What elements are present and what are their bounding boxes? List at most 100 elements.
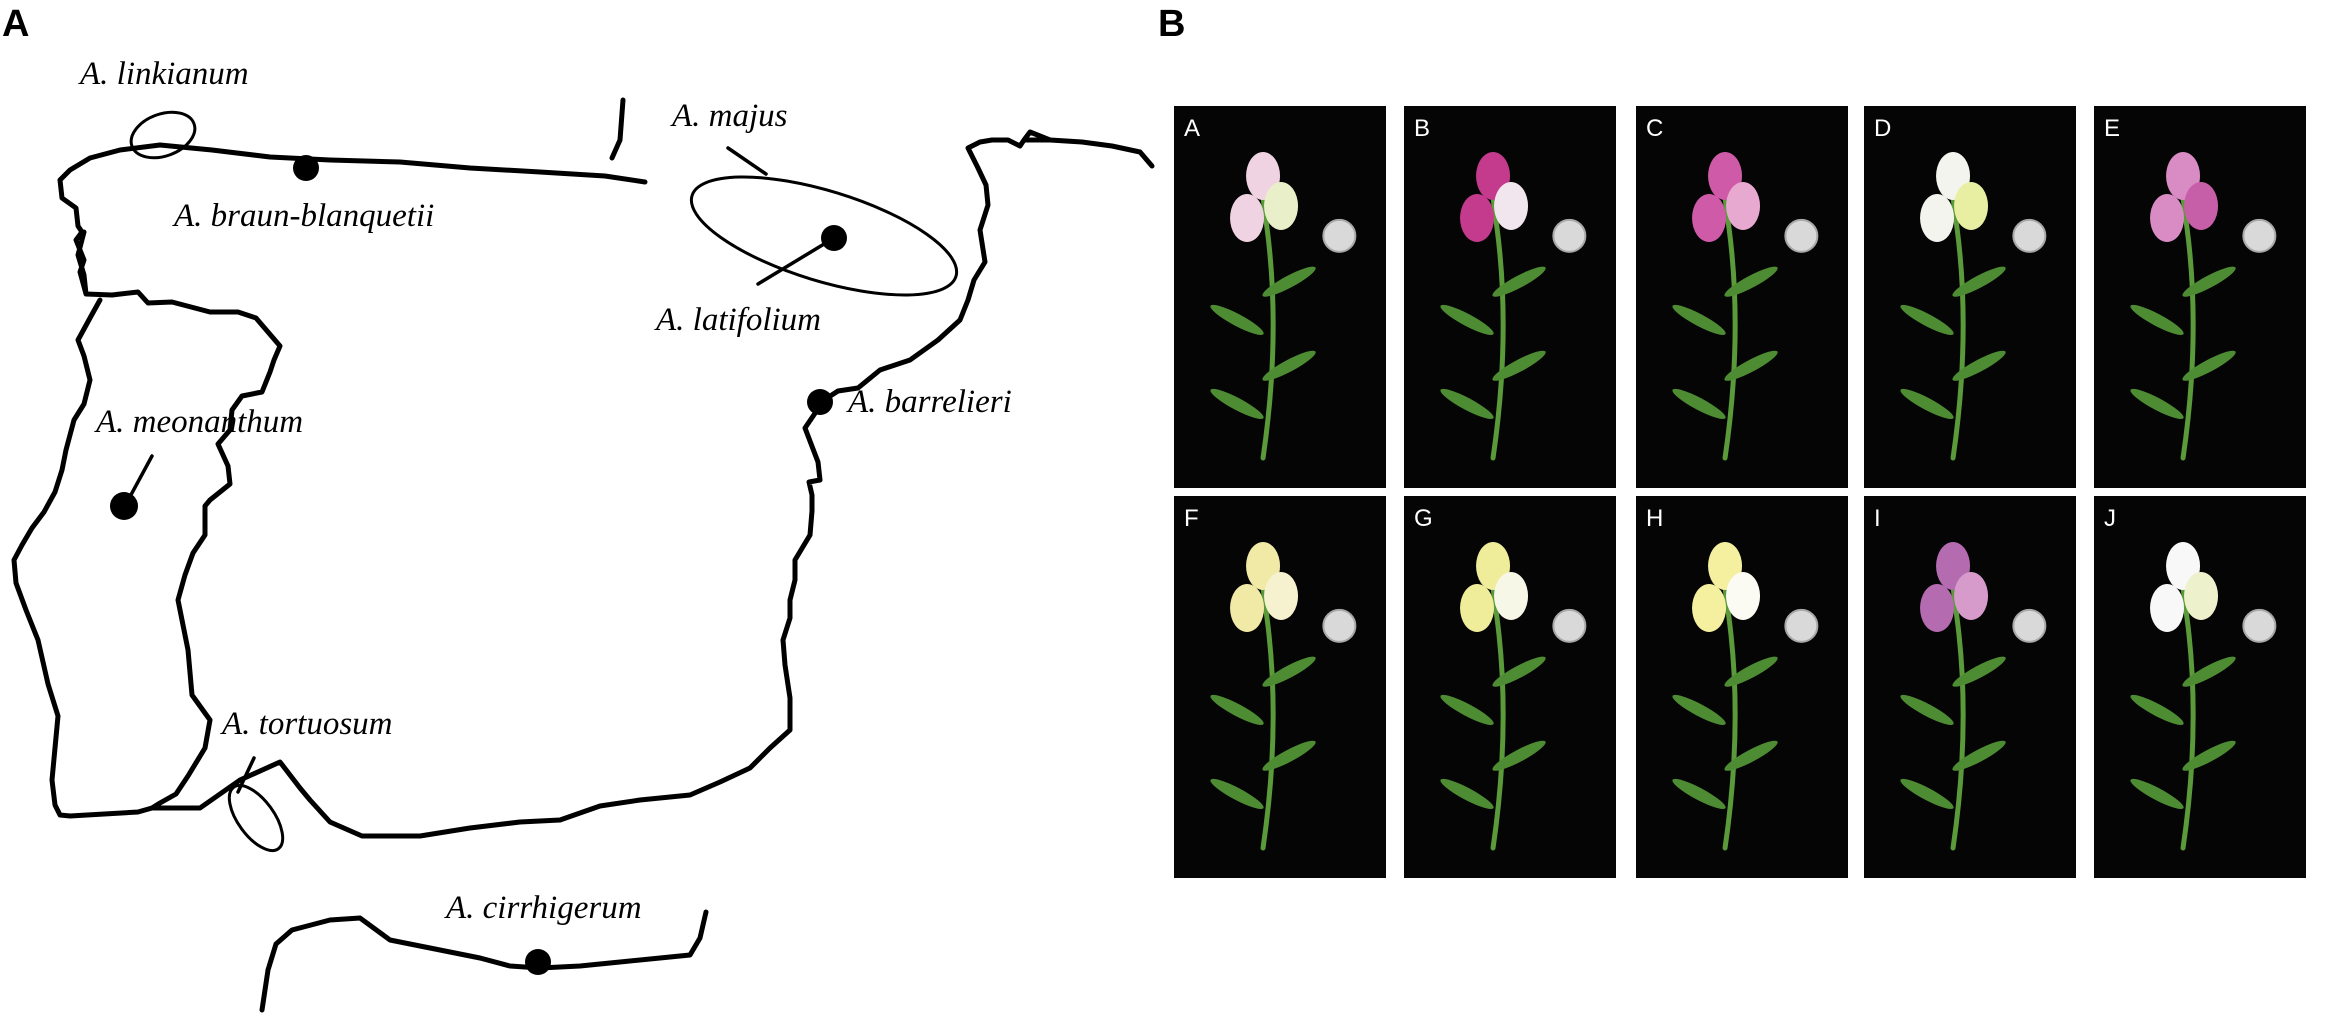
braun-blanquetii-locality-dot [293, 155, 319, 181]
flower-blossom [1460, 194, 1495, 242]
meonanthum-locality-dot [110, 492, 138, 520]
flower-blossom [1726, 572, 1761, 620]
plant-leaf [1900, 388, 1954, 420]
scale-coin [2012, 608, 2047, 643]
photo-background [1636, 496, 1848, 878]
tortuosum-range-ellipse [227, 783, 285, 853]
plant-leaf [1900, 778, 1954, 810]
plant-leaf [2182, 266, 2236, 297]
photo-label: C [1646, 115, 1663, 142]
flower-blossom [1494, 182, 1529, 230]
north-africa-coast [259, 909, 709, 1013]
photo-background [1174, 496, 1386, 878]
majus-range-ellipse [689, 175, 959, 297]
plant-leaf [1672, 778, 1726, 810]
barrelieri-locality-dot [807, 389, 833, 415]
photo-background [1864, 106, 2076, 488]
photo-panel: H [1636, 496, 1848, 878]
flower-blossom [1954, 572, 1989, 620]
scale-coin [2242, 608, 2277, 643]
label-barrelieri: A. barrelieri [846, 384, 1012, 420]
photo-panel: I [1864, 496, 2076, 878]
flower-blossom [1920, 194, 1955, 242]
photo-label: D [1874, 115, 1891, 142]
plant-leaf [1952, 740, 2006, 771]
scale-coin [1322, 218, 1357, 253]
flower-blossom [1264, 572, 1299, 620]
plant-leaf [1672, 304, 1726, 335]
plant-leaf [1492, 656, 1546, 687]
plant-leaf [1900, 694, 1954, 725]
photo-background [2094, 106, 2306, 488]
plant-leaf [2182, 656, 2236, 687]
panel-a-letter: A [2, 3, 29, 45]
plant-leaf [1952, 350, 2006, 381]
plant-leaf [1210, 778, 1264, 810]
flower-blossom [1230, 584, 1265, 632]
plant-leaf [1210, 304, 1264, 335]
plant-leaf [1952, 656, 2006, 687]
scale-coin [2012, 218, 2047, 253]
scale-coin [1784, 608, 1819, 643]
scale-coin [1552, 218, 1587, 253]
flower-blossom [2150, 584, 2185, 632]
photo-background [1174, 106, 1386, 488]
label-meonanthum: A. meonanthum [94, 404, 303, 440]
photo-panel: A [1174, 106, 1386, 488]
scale-coin [1552, 608, 1587, 643]
plant-leaf [1262, 350, 1316, 381]
plant-leaf [1724, 656, 1778, 687]
label-linkianum: A. linkianum [78, 56, 249, 92]
photo-panel: F [1174, 496, 1386, 878]
flower-blossom [1494, 572, 1529, 620]
cirrhigerum-locality-dot [525, 949, 551, 975]
plant-leaf [2130, 694, 2184, 725]
photo-background [1636, 106, 1848, 488]
photo-panel: C [1636, 106, 1848, 488]
plant-leaf [1724, 350, 1778, 381]
photo-label: B [1414, 115, 1430, 142]
photo-label: F [1184, 505, 1199, 532]
flower-blossom [2150, 194, 2185, 242]
plant-leaf [1492, 740, 1546, 771]
scale-coin [1322, 608, 1357, 643]
peninsula-outline [11, 97, 1155, 839]
flower-blossom [1692, 584, 1727, 632]
plant-leaf [1210, 694, 1264, 725]
photo-panel: G [1404, 496, 1616, 878]
plant-leaf [1724, 740, 1778, 771]
photo-label: E [2104, 115, 2120, 142]
flower-blossom [1954, 182, 1989, 230]
plant-leaf [1492, 266, 1546, 297]
photo-panel: B [1404, 106, 1616, 488]
scale-coin [1784, 218, 1819, 253]
flower-blossom [1920, 584, 1955, 632]
label-cirrhigerum: A. cirrhigerum [444, 890, 642, 926]
plant-leaf [2130, 778, 2184, 810]
latifolium-leader-line [756, 236, 836, 286]
plant-leaf [2182, 350, 2236, 381]
photo-background [2094, 496, 2306, 878]
photo-panel: D [1864, 106, 2076, 488]
plant-leaf [2182, 740, 2236, 771]
photo-label: A [1184, 115, 1200, 142]
flower-blossom [1460, 584, 1495, 632]
flower-blossom [1692, 194, 1727, 242]
flower-blossom [1230, 194, 1265, 242]
plant-leaf [1262, 266, 1316, 297]
label-latifolium: A. latifolium [654, 302, 821, 338]
plant-leaf [2130, 304, 2184, 335]
plant-leaf [1440, 304, 1494, 335]
plant-leaf [1440, 694, 1494, 725]
plant-leaf [2130, 388, 2184, 420]
plant-leaf [1724, 266, 1778, 297]
linkianum-range-ellipse [129, 110, 197, 160]
label-braun-blanquetii: A. braun-blanquetii [172, 198, 434, 234]
photo-background [1864, 496, 2076, 878]
majus-leader-line [726, 146, 768, 176]
photo-label: I [1874, 505, 1881, 532]
